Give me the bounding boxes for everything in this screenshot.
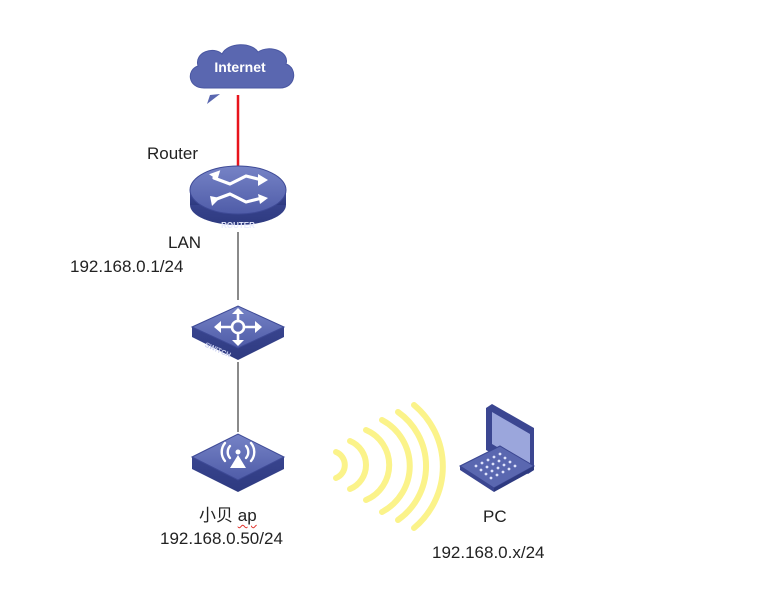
access-point-icon bbox=[190, 433, 286, 492]
wireless-signal-icon bbox=[333, 402, 446, 531]
ap-ip-label: 192.168.0.50/24 bbox=[160, 529, 283, 548]
cloud-icon: Internet bbox=[189, 44, 295, 104]
ap-name-cjk: 小贝 bbox=[199, 506, 233, 525]
router-ip-label: 192.168.0.1/24 bbox=[70, 257, 184, 276]
pc-label: PC bbox=[483, 507, 507, 526]
switch-icon: SWITCH bbox=[190, 305, 286, 360]
router-name-label: Router bbox=[147, 144, 199, 163]
pc-ip-label: 192.168.0.x/24 bbox=[432, 543, 545, 562]
ap-name-label: 小贝 ap bbox=[199, 506, 257, 526]
internet-label: Internet bbox=[214, 59, 266, 75]
laptop-icon bbox=[458, 404, 536, 492]
router-lan-label: LAN bbox=[168, 233, 202, 252]
router-icon: ROUTER bbox=[189, 165, 287, 230]
router-badge: ROUTER bbox=[221, 221, 255, 230]
ap-name-suffix: ap bbox=[237, 506, 257, 525]
